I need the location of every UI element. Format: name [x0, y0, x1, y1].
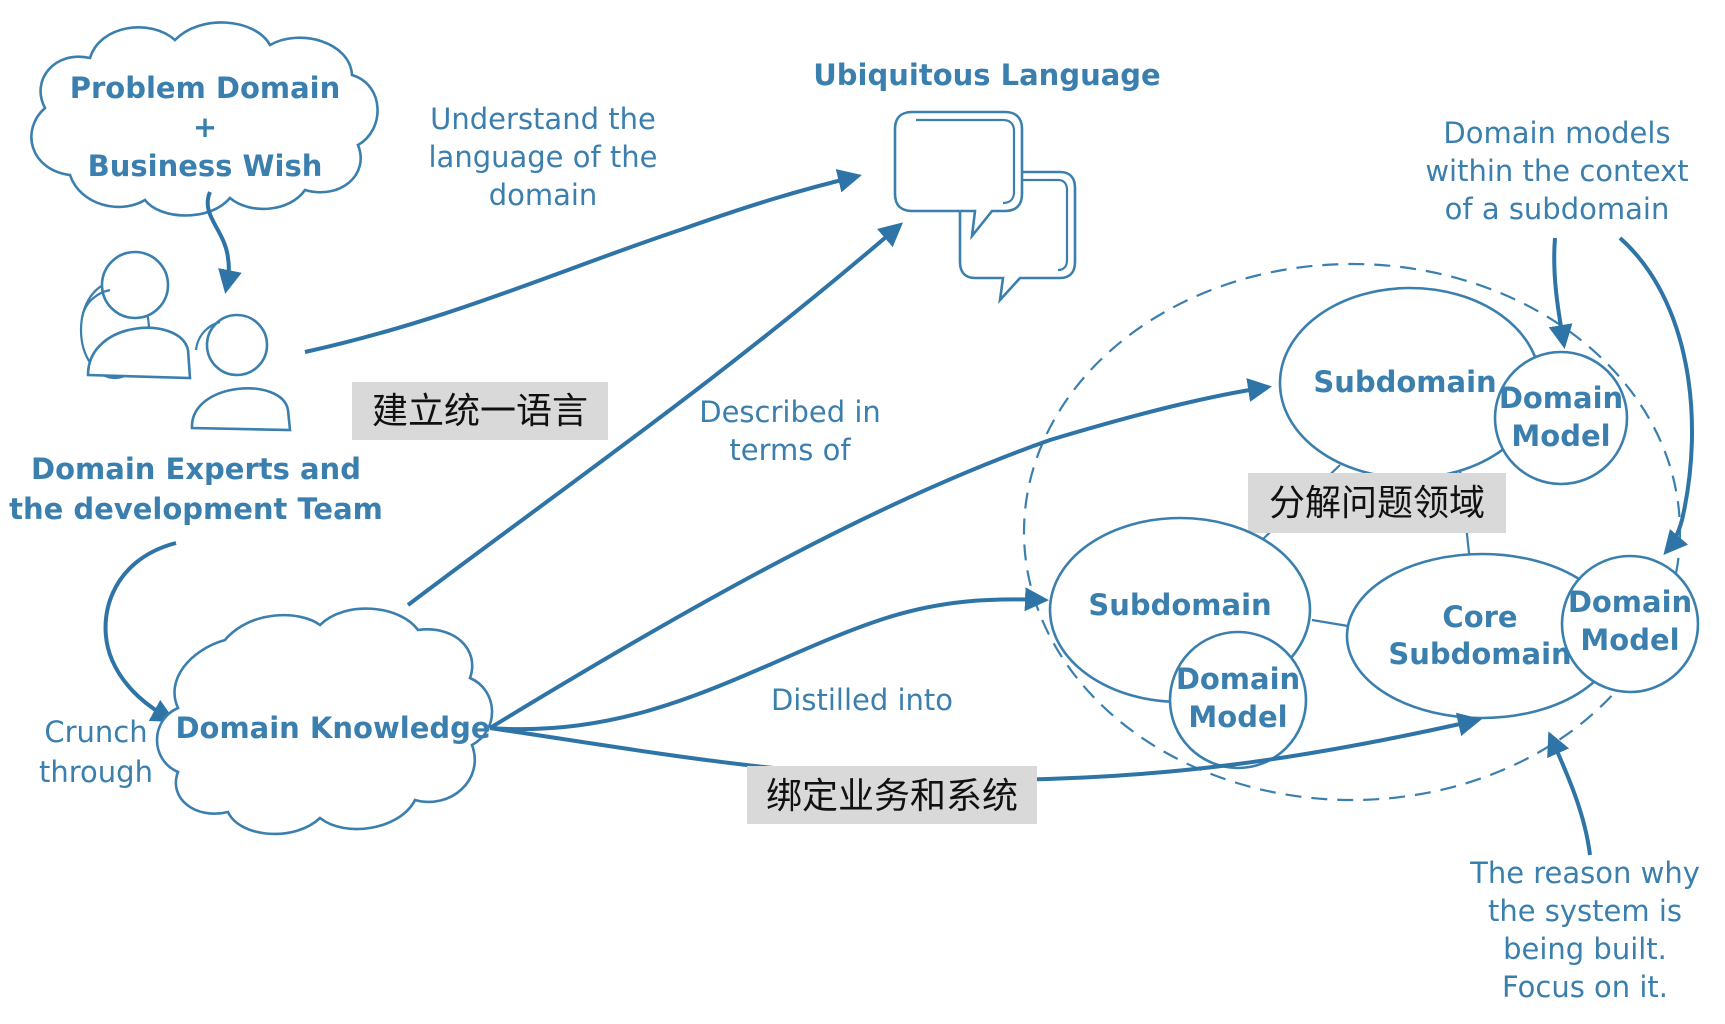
core-subdomain-line2: Subdomain — [1388, 637, 1571, 671]
reason-note-line2: the system is — [1488, 894, 1682, 928]
knowledge-to-language-arrow — [406, 222, 904, 607]
reason-note-line1: The reason why — [1469, 856, 1700, 890]
reason-note-arrow — [1547, 731, 1592, 856]
people-icon — [79, 250, 292, 432]
zh-tag-bind-bg — [747, 766, 1037, 824]
distilled-label: Distilled into — [771, 683, 953, 717]
problem-domain-cloud — [30, 21, 379, 217]
understand-line1: Understand the — [430, 102, 656, 136]
domain-knowledge-label: Domain Knowledge — [175, 711, 490, 745]
models-note-arrow-core — [1618, 236, 1695, 556]
understand-line3: domain — [489, 178, 598, 212]
knowledge-to-top-subdomain-arrow — [488, 378, 1272, 730]
core-subdomain-model — [1560, 554, 1700, 694]
subdomain-top-model — [1493, 350, 1629, 486]
subdomain-left-label: Subdomain — [1088, 588, 1271, 622]
models-note-line3: of a subdomain — [1445, 192, 1670, 226]
subdomain-top-label: Subdomain — [1313, 365, 1496, 399]
core-subdomain-line1: Core — [1442, 600, 1517, 634]
experts-line1: Domain Experts and — [31, 452, 361, 486]
understand-line2: language of the — [429, 140, 658, 174]
crunch-line1: Crunch — [44, 715, 147, 749]
problem-domain-line1: Problem Domain — [70, 71, 341, 105]
described-line2: terms of — [729, 433, 851, 467]
problem-domain-line3: Business Wish — [88, 149, 323, 183]
core-subdomain-model-line2: Model — [1580, 623, 1679, 657]
crunch-line2: through — [39, 755, 153, 789]
described-line1: Described in — [699, 395, 881, 429]
zh-tag-language-bg — [352, 382, 608, 440]
experts-to-language-arrow — [304, 169, 862, 354]
subdomain-top-model-line2: Model — [1511, 419, 1610, 453]
reason-note-line3: being built. — [1503, 932, 1667, 966]
models-note-line2: within the context — [1425, 154, 1688, 188]
subdomain-top-model-line1: Domain — [1499, 381, 1623, 415]
zh-tag-decompose-bg — [1248, 473, 1506, 533]
core-subdomain-model-line1: Domain — [1568, 585, 1692, 619]
ubiquitous-language-title: Ubiquitous Language — [813, 58, 1160, 92]
speech-bubbles-icon — [893, 110, 1077, 304]
reason-note-line4: Focus on it. — [1502, 970, 1668, 1004]
subdomain-left-model-line1: Domain — [1176, 662, 1300, 696]
zh-tag-decompose: 分解问题领域 — [1269, 483, 1485, 524]
experts-line2: the development Team — [9, 492, 383, 526]
models-note-line1: Domain models — [1443, 116, 1670, 150]
subdomain-left-model — [1168, 630, 1308, 770]
knowledge-to-left-subdomain-arrow — [489, 587, 1049, 732]
domain-knowledge-cloud — [155, 607, 494, 836]
crunch-arrow — [103, 541, 177, 722]
models-note-arrow-top — [1548, 237, 1573, 349]
problem-domain-line2: + — [193, 110, 217, 144]
cloud-to-people-arrow — [205, 191, 242, 294]
subdomain-left-model-line2: Model — [1188, 700, 1287, 734]
zh-tag-language: 建立统一语言 — [372, 391, 588, 432]
zh-tag-bind: 绑定业务和系统 — [766, 776, 1018, 817]
